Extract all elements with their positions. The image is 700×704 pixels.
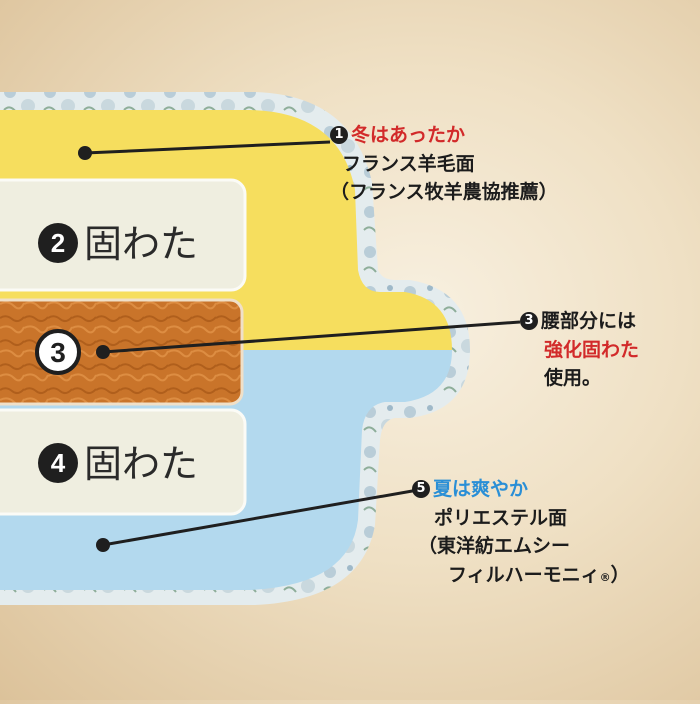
callout-1-title: 冬はあったか (351, 124, 466, 146)
layer-2-label: 固わた (84, 222, 198, 266)
layer-3-number: 3 (50, 337, 66, 368)
callout-3-number: 3 (520, 312, 538, 331)
registered-mark: ® (599, 570, 611, 584)
callout-5-summer-polyester: 5 夏は爽やか ポリエステル面 （東洋紡エムシー フィルハーモニィ®） (412, 475, 630, 589)
layer-4-label: 固わた (84, 442, 198, 486)
callout-5-line3-end: ） (610, 563, 630, 586)
layer-2-number: 2 (51, 228, 65, 258)
leader-line-5 (102, 488, 419, 547)
leader-line-3 (102, 320, 521, 354)
callout-5-line3: フィルハーモニィ (448, 563, 600, 586)
callout-3-line2: 使用。 (544, 367, 602, 389)
callout-5-line1: ポリエステル面 (434, 506, 568, 529)
layer-4-hard-cotton (0, 408, 247, 516)
layer-2-number-circle (38, 223, 78, 263)
leader-line-1 (84, 140, 331, 155)
callout-5-title: 夏は爽やか (433, 478, 529, 500)
callout-3-highlight: 強化固わた (544, 338, 640, 361)
leader-dot-3 (96, 345, 110, 359)
callout-1-line2: （フランス牧羊農協推薦） (330, 181, 558, 203)
callout-1-winter-wool: 1 冬はあったか フランス羊毛面 （フランス牧羊農協推薦） (330, 121, 558, 207)
layer-4-number-circle (38, 443, 78, 483)
callout-3-waist-reinforcement: 3 腰部分には 強化固わた 使用。 (520, 307, 639, 393)
leader-dot-5 (96, 538, 110, 552)
callout-1-line1: フランス羊毛面 (342, 152, 475, 175)
callout-3-line1: 腰部分には (541, 310, 637, 332)
callout-1-number: 1 (330, 126, 348, 145)
layer-4-number: 4 (51, 448, 66, 478)
callout-5-number: 5 (412, 480, 430, 499)
callout-5-line2: （東洋紡エムシー (418, 535, 571, 557)
layer-3-number-circle (35, 329, 81, 375)
leader-dot-1 (78, 146, 92, 160)
